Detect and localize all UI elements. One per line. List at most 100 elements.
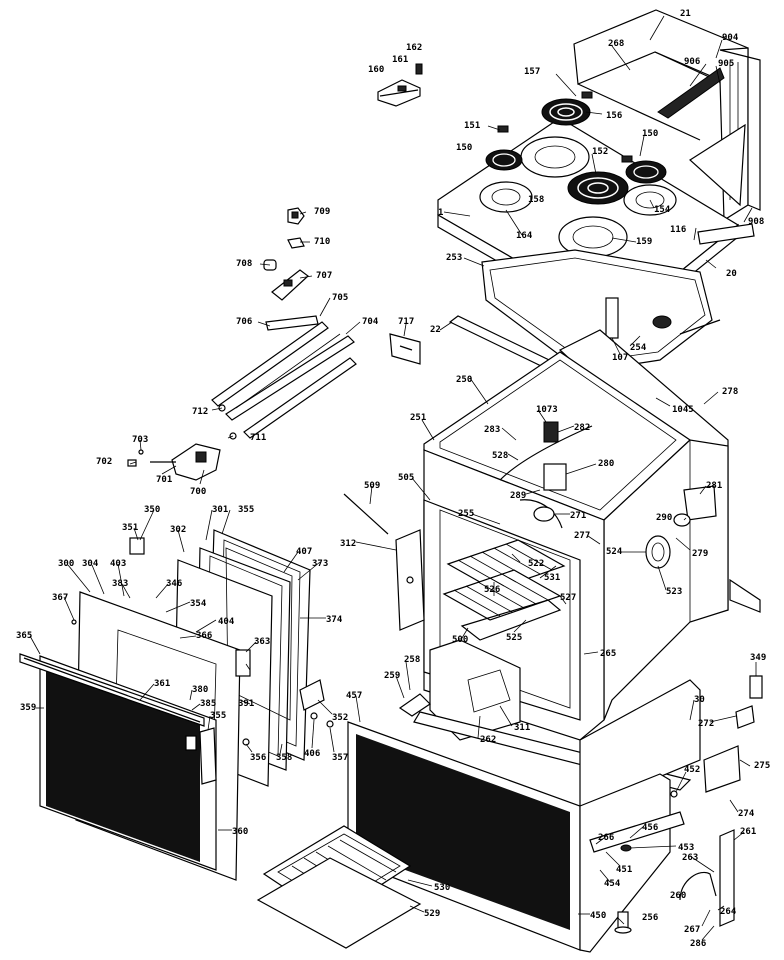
drawer-assembly: [256, 675, 763, 953]
callout-160: 160: [368, 65, 384, 75]
callout-161: 161: [392, 55, 408, 65]
callout-905: 905: [718, 59, 734, 69]
rack-rail-parts: [127, 207, 421, 481]
callout-360: 360: [232, 827, 248, 837]
callout-509: 509: [364, 481, 380, 491]
callout-116: 116: [670, 225, 686, 235]
callout-365: 365: [16, 631, 32, 641]
callout-281: 281: [706, 481, 722, 491]
callout-529: 529: [424, 909, 440, 919]
oven-cabinet: [343, 315, 761, 811]
callout-277: 277: [574, 531, 590, 541]
callout-346: 346: [166, 579, 182, 589]
callout-908: 908: [748, 217, 764, 227]
callout-107: 107: [612, 353, 628, 363]
callout-711: 711: [250, 433, 266, 443]
callout-151: 151: [464, 121, 480, 131]
callout-272: 272: [698, 719, 714, 729]
callout-904: 904: [722, 33, 739, 43]
callout-264: 264: [720, 907, 737, 917]
callout-250: 250: [456, 375, 472, 385]
leader-lines: [29, 15, 757, 941]
callout-522: 522: [528, 559, 544, 569]
callout-383: 383: [112, 579, 128, 589]
callout-403: 403: [110, 559, 126, 569]
callout-523: 523: [666, 587, 682, 597]
callout-267: 267: [684, 925, 700, 935]
callout-164: 164: [516, 231, 533, 241]
callout-505: 505: [398, 473, 414, 483]
callout-labels: 21 268 904 906 905 160 161 162 157 156 1…: [16, 9, 770, 949]
callout-253: 253: [446, 253, 462, 263]
callout-526: 526: [484, 585, 500, 595]
callout-357: 357: [332, 753, 348, 763]
callout-700: 700: [190, 487, 206, 497]
callout-450: 450: [590, 911, 606, 921]
callout-451: 451: [616, 865, 632, 875]
callout-528: 528: [492, 451, 508, 461]
callout-524: 524: [606, 547, 623, 557]
callout-457: 457: [346, 691, 362, 701]
callout-312: 312: [340, 539, 356, 549]
callout-354: 354: [190, 599, 207, 609]
callout-906: 906: [684, 57, 700, 67]
callout-251: 251: [410, 413, 426, 423]
callout-391: 391: [238, 699, 254, 709]
callout-456: 456: [642, 823, 658, 833]
callout-283: 283: [484, 425, 500, 435]
callout-274: 274: [738, 809, 755, 819]
callout-708: 708: [236, 259, 252, 269]
callout-703: 703: [132, 435, 148, 445]
callout-30: 30: [694, 695, 705, 705]
callout-407: 407: [296, 547, 312, 557]
callout-527: 527: [560, 593, 576, 603]
callout-255: 255: [458, 509, 474, 519]
callout-289: 289: [510, 491, 526, 501]
callout-300: 300: [58, 559, 74, 569]
callout-452: 452: [684, 765, 700, 775]
callout-356: 356: [250, 753, 266, 763]
callout-301: 301: [212, 505, 228, 515]
callout-162: 162: [406, 43, 422, 53]
callout-710: 710: [314, 237, 330, 247]
callout-404: 404: [218, 617, 235, 627]
callout-304: 304: [82, 559, 99, 569]
callout-705: 705: [332, 293, 348, 303]
callout-717: 717: [398, 317, 414, 327]
callout-500: 500: [452, 635, 468, 645]
callout-158: 158: [528, 195, 544, 205]
callout-275: 275: [754, 761, 770, 771]
callout-709: 709: [314, 207, 330, 217]
callout-707: 707: [316, 271, 332, 281]
callout-20: 20: [726, 269, 737, 279]
callout-311: 311: [514, 723, 530, 733]
callout-712: 712: [192, 407, 208, 417]
callout-302: 302: [170, 525, 186, 535]
callout-290: 290: [656, 513, 672, 523]
callout-256: 256: [642, 913, 658, 923]
callout-22: 22: [430, 325, 441, 335]
cooktop-assembly: [377, 9, 761, 373]
callout-355b: 355: [210, 711, 226, 721]
callout-530: 530: [434, 883, 450, 893]
callout-261: 261: [740, 827, 756, 837]
callout-1073: 1073: [536, 405, 558, 415]
callout-361: 361: [154, 679, 170, 689]
callout-278: 278: [722, 387, 738, 397]
callout-21: 21: [680, 9, 691, 19]
callout-359: 359: [20, 703, 36, 713]
callout-406: 406: [304, 749, 320, 759]
callout-531: 531: [544, 573, 560, 583]
callout-262: 262: [480, 735, 496, 745]
callout-366: 366: [196, 631, 212, 641]
callout-702: 702: [96, 457, 112, 467]
callout-358: 358: [276, 753, 292, 763]
callout-265: 265: [600, 649, 616, 659]
callout-380: 380: [192, 685, 208, 695]
callout-282: 282: [574, 423, 590, 433]
callout-363: 363: [254, 637, 270, 647]
callout-157: 157: [524, 67, 540, 77]
callout-268: 268: [608, 39, 624, 49]
callout-266: 266: [598, 833, 614, 843]
